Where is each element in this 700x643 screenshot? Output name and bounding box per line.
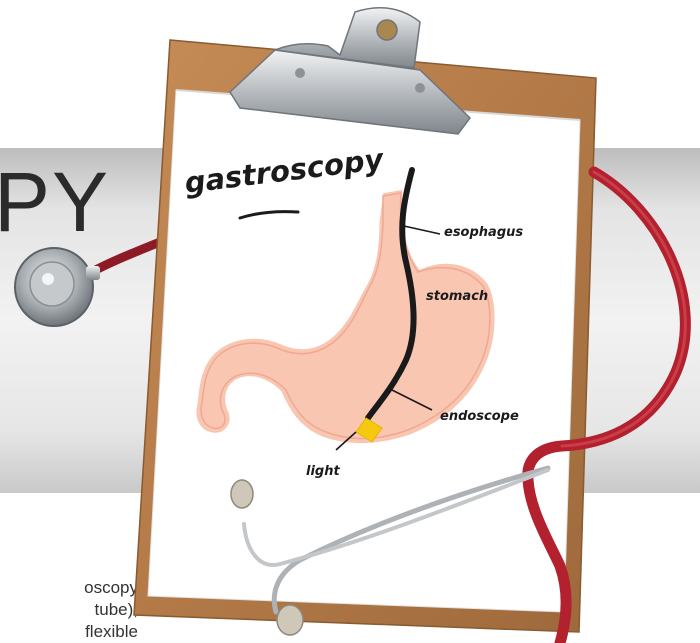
stethoscope-chestpiece bbox=[15, 236, 175, 326]
label-endoscope: endoscope bbox=[440, 409, 519, 424]
label-stomach: stomach bbox=[426, 289, 488, 304]
label-esophagus: esophagus bbox=[444, 225, 523, 240]
label-light: light bbox=[306, 464, 340, 479]
